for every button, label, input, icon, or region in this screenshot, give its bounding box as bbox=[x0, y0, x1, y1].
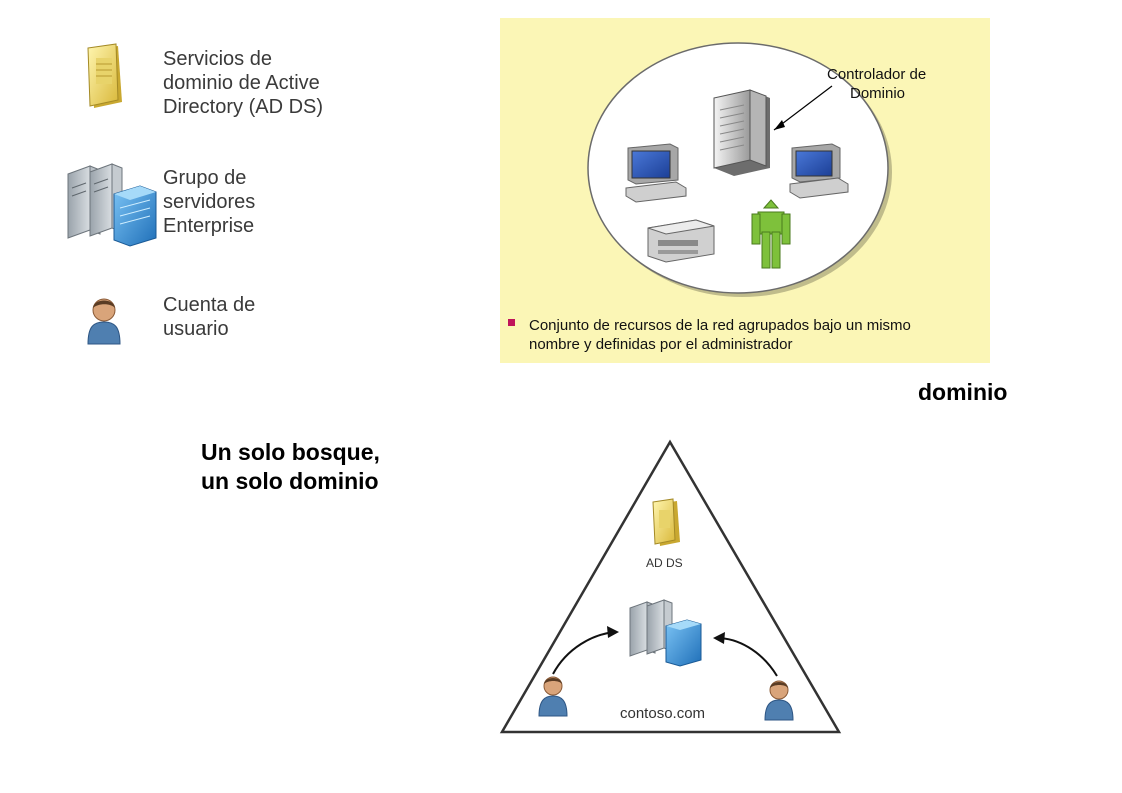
controller-label: Controlador de Dominio bbox=[827, 65, 987, 103]
adds-label-line1: Servicios de bbox=[163, 48, 272, 70]
user-account-line1: Cuenta de bbox=[163, 294, 256, 316]
domain-name-label: contoso.com bbox=[620, 705, 706, 722]
workstation-left-icon bbox=[625, 143, 687, 203]
server-group-line3: Enterprise bbox=[163, 215, 255, 237]
forest-heading-line2: un solo dominio bbox=[201, 468, 379, 494]
printer-icon bbox=[647, 219, 715, 263]
adds-label-line3: Directory (AD DS) bbox=[163, 96, 324, 118]
forest-heading-line1: Un solo bosque, bbox=[201, 439, 380, 465]
server-group-icon bbox=[67, 163, 157, 247]
forest-boundary-triangle bbox=[499, 439, 842, 734]
triangle-ad-ds-label: AD DS bbox=[646, 556, 683, 570]
user-account-legend-label: Cuenta de usuario bbox=[163, 293, 403, 341]
ad-ds-icon bbox=[87, 43, 122, 108]
forest-heading: Un solo bosque, un solo dominio bbox=[201, 438, 380, 496]
adds-label-line2: dominio de Active bbox=[163, 72, 320, 94]
domain-illustration bbox=[508, 42, 892, 326]
triangle-ad-ds-icon bbox=[652, 498, 680, 546]
bullet-marker bbox=[508, 319, 515, 326]
server-group-line1: Grupo de bbox=[163, 167, 247, 189]
user-account-line2: usuario bbox=[163, 318, 229, 340]
controller-label-line1: Controlador de bbox=[827, 66, 927, 83]
workstation-right-icon bbox=[789, 143, 849, 199]
left-user-icon bbox=[538, 676, 568, 717]
controller-label-line2: Dominio bbox=[850, 85, 906, 102]
adds-legend-label: Servicios de dominio de Active Directory… bbox=[163, 47, 403, 119]
domain-definition-panel: Controlador de Dominio Conjunto de recur… bbox=[500, 18, 990, 363]
right-user-icon bbox=[764, 680, 794, 721]
domain-description-line1: Conjunto de recursos de la red agrupados… bbox=[529, 317, 911, 334]
triangle-server-group-icon bbox=[629, 599, 702, 667]
domain-description: Conjunto de recursos de la red agrupados… bbox=[529, 316, 989, 354]
controller-pointer-arrow bbox=[773, 85, 833, 131]
server-group-line2: servidores bbox=[163, 191, 256, 213]
domain-description-line2: nombre y definidas por el administrador bbox=[529, 336, 793, 353]
server-group-legend-label: Grupo de servidores Enterprise bbox=[163, 166, 403, 238]
domain-heading: dominio bbox=[918, 379, 1008, 405]
forest-triangle-diagram bbox=[499, 439, 842, 734]
user-account-icon bbox=[87, 298, 121, 345]
domain-controller-icon bbox=[713, 89, 770, 176]
user-figure-icon bbox=[751, 199, 791, 269]
